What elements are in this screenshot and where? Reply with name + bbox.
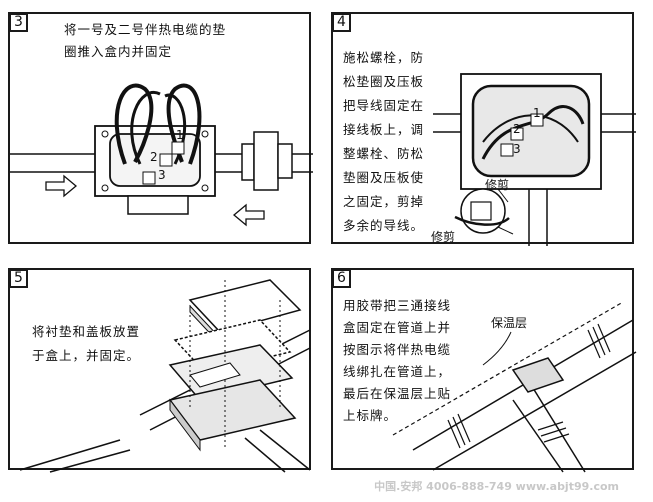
panel-4-line-8: 多余的导线。 <box>343 218 425 233</box>
terminal-3: 3 <box>158 168 166 182</box>
panel-number: 6 <box>332 269 351 288</box>
terminal-1: 1 <box>533 106 541 120</box>
panel-3: 3 将一号及二号伴热电缆的垫 圈推入盒内并固定 1 2 3 <box>8 12 313 244</box>
trim-label-2: 修剪 <box>431 230 456 244</box>
terminal-1: 1 <box>176 128 184 142</box>
panel-3-line-2: 圈推入盒内并固定 <box>64 44 173 59</box>
panel-5-line-1: 将衬垫和盖板放置 <box>32 324 141 339</box>
panel-4: 4 施松螺栓，防 松垫圈及压板 把导线固定在 接线板上，调 整螺栓、防松 垫圈及… <box>331 12 636 246</box>
cover-assembly-illustration <box>19 279 311 473</box>
panel-6-line-2: 盒固定在管道上并 <box>343 320 452 335</box>
terminal-2: 2 <box>150 150 158 164</box>
insulation-label: 保温层 <box>491 316 528 330</box>
junction-box-illustration <box>10 83 313 227</box>
watermark-footer: 中国.安邦 4006-888-749 www.abjt99.com <box>374 480 619 493</box>
panel-4-line-2: 松垫圈及压板 <box>343 74 425 89</box>
terminal-wiring-illustration <box>433 73 636 246</box>
panel-3-line-1: 将一号及二号伴热电缆的垫 <box>64 22 227 37</box>
panel-5: 5 将衬垫和盖板放置 于盒上，并固定。 <box>8 268 311 473</box>
trim-label-1: 修剪 <box>485 178 510 192</box>
panel-6-line-1: 用胶带把三通接线 <box>343 298 452 313</box>
panel-6-line-6: 上标牌。 <box>343 408 398 423</box>
panel-4-line-7: 之固定，剪掉 <box>343 194 425 209</box>
panel-number: 5 <box>9 269 28 288</box>
panel-number: 3 <box>9 13 28 32</box>
panel-4-line-6: 垫圈及压板使 <box>343 170 425 185</box>
panel-number: 4 <box>332 13 351 32</box>
panel-6-line-4: 线绑扎在管道上， <box>343 364 452 379</box>
terminal-3: 3 <box>513 142 521 156</box>
panel-4-line-3: 把导线固定在 <box>343 98 425 113</box>
pipe-insulation-illustration <box>392 301 637 473</box>
panel-4-line-1: 施松螺栓，防 <box>343 50 425 65</box>
panel-6-line-5: 最后在保温层上贴 <box>343 386 452 401</box>
panel-4-line-5: 整螺栓、防松 <box>343 146 425 161</box>
terminal-2: 2 <box>513 122 521 136</box>
panel-6: 6 用胶带把三通接线 盒固定在管道上并 按图示将伴热电缆 线绑扎在管道上， 最后… <box>331 268 637 473</box>
panel-6-line-3: 按图示将伴热电缆 <box>343 342 452 357</box>
panel-4-line-4: 接线板上，调 <box>343 122 425 137</box>
panel-5-line-2: 于盒上，并固定。 <box>32 348 141 363</box>
